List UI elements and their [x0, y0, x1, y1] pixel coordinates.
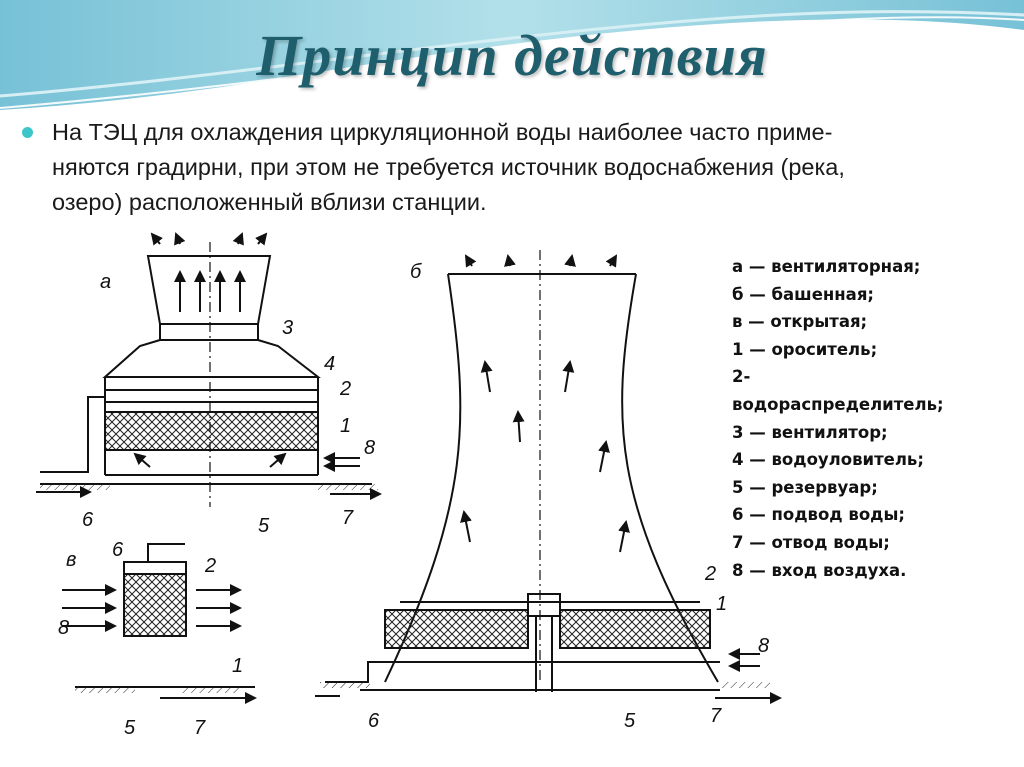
legend-item: а — вентиляторная;	[732, 257, 921, 276]
callout-a-2: 2	[339, 378, 351, 400]
callout-b-8: 8	[758, 635, 769, 657]
legend-item: в — открытая;	[732, 312, 868, 332]
legend-item: 1 — ороситель;	[732, 339, 878, 359]
legend-item: 5 — резервуар;	[732, 477, 878, 497]
legend: а — вентиляторная; б — башенная; в — отк…	[732, 253, 1017, 584]
legend-item: 6 — подвод воды;	[732, 505, 906, 525]
callout-v-8: 8	[58, 617, 69, 639]
callout-v-1: 1	[232, 655, 243, 677]
legend-item: 4 — водоуловитель;	[732, 450, 924, 470]
slide-title: Принцип действия	[256, 23, 768, 88]
legend-item: 8 — вход воздуха.	[732, 560, 907, 580]
bullet-icon	[22, 127, 33, 138]
callout-a-5: 5	[258, 515, 270, 537]
legend-item: 7 — отвод воды;	[732, 532, 890, 552]
callout-b-7: 7	[710, 705, 722, 727]
panel-label-v: в	[66, 549, 76, 571]
legend-item: б — башенная;	[732, 284, 875, 304]
panel-label-a: а	[100, 271, 111, 293]
callout-b-2: 2	[704, 563, 716, 585]
callout-v-2: 2	[204, 555, 216, 577]
legend-item: 2-	[732, 367, 751, 387]
cooling-tower-diagram: а б в 3 4 2 1 8 7 5 6 2 1 8 7 5 6 6 2 8 …	[36, 232, 782, 739]
callout-b-1: 1	[716, 593, 727, 615]
callout-a-8: 8	[364, 437, 375, 459]
panel-label-b: б	[410, 261, 422, 283]
bullet-line: озеро) расположенный вблизи станции.	[52, 189, 487, 215]
callout-a-6: 6	[82, 509, 94, 531]
legend-item: 3 — вентилятор;	[732, 422, 888, 442]
callout-a-4: 4	[324, 353, 335, 375]
bullet-line: няются градирни, при этом не требуется и…	[52, 154, 845, 180]
callout-v-7: 7	[194, 717, 206, 739]
callout-v-6: 6	[112, 539, 124, 561]
header-wave	[0, 0, 1024, 110]
callout-a-3: 3	[282, 317, 293, 339]
callout-a-7: 7	[342, 507, 354, 529]
bullet-line: На ТЭЦ для охлаждения циркуляционной вод…	[52, 119, 833, 145]
callout-v-5: 5	[124, 717, 136, 739]
callout-b-6: 6	[368, 710, 380, 732]
callout-a-1: 1	[340, 415, 351, 437]
callout-b-5: 5	[624, 710, 636, 732]
legend-item: водораспределитель;	[732, 394, 944, 414]
bullet-text: На ТЭЦ для охлаждения циркуляционной вод…	[52, 115, 1012, 220]
